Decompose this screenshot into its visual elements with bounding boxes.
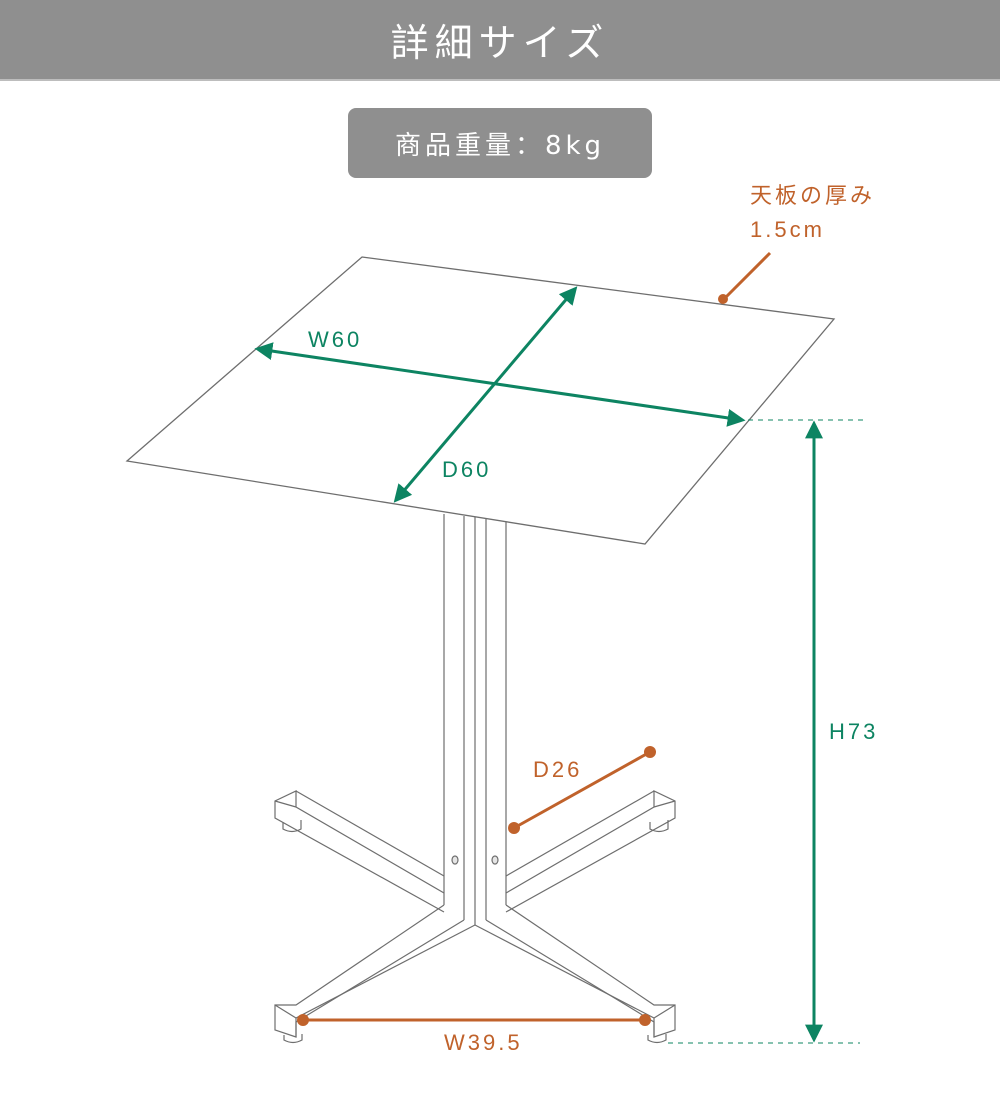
width-label: W60 <box>308 327 362 352</box>
page-title: 詳細サイズ <box>390 21 610 65</box>
base-depth-dot-start <box>508 822 520 834</box>
table-base <box>274 790 676 1044</box>
depth-label: D60 <box>442 457 491 482</box>
base-depth-label: D26 <box>533 757 582 782</box>
base-width-label: W39.5 <box>444 1030 523 1055</box>
thickness-callout-line <box>722 251 772 301</box>
base-depth-line <box>513 750 651 830</box>
thickness-value: 1.5cm <box>750 217 825 242</box>
thickness-label: 天板の厚み <box>750 184 875 209</box>
header-banner: 詳細サイズ <box>0 0 1000 81</box>
base-width-dot-end <box>639 1014 651 1026</box>
base-width-dot-start <box>297 1014 309 1026</box>
thickness-callout-dot <box>718 294 728 304</box>
base-depth-dot-end <box>644 746 656 758</box>
depth-dimension-arrow <box>393 286 578 503</box>
weight-badge: 商品重量：8kg <box>348 108 652 178</box>
height-label: H73 <box>829 719 878 744</box>
table-column <box>443 514 507 925</box>
